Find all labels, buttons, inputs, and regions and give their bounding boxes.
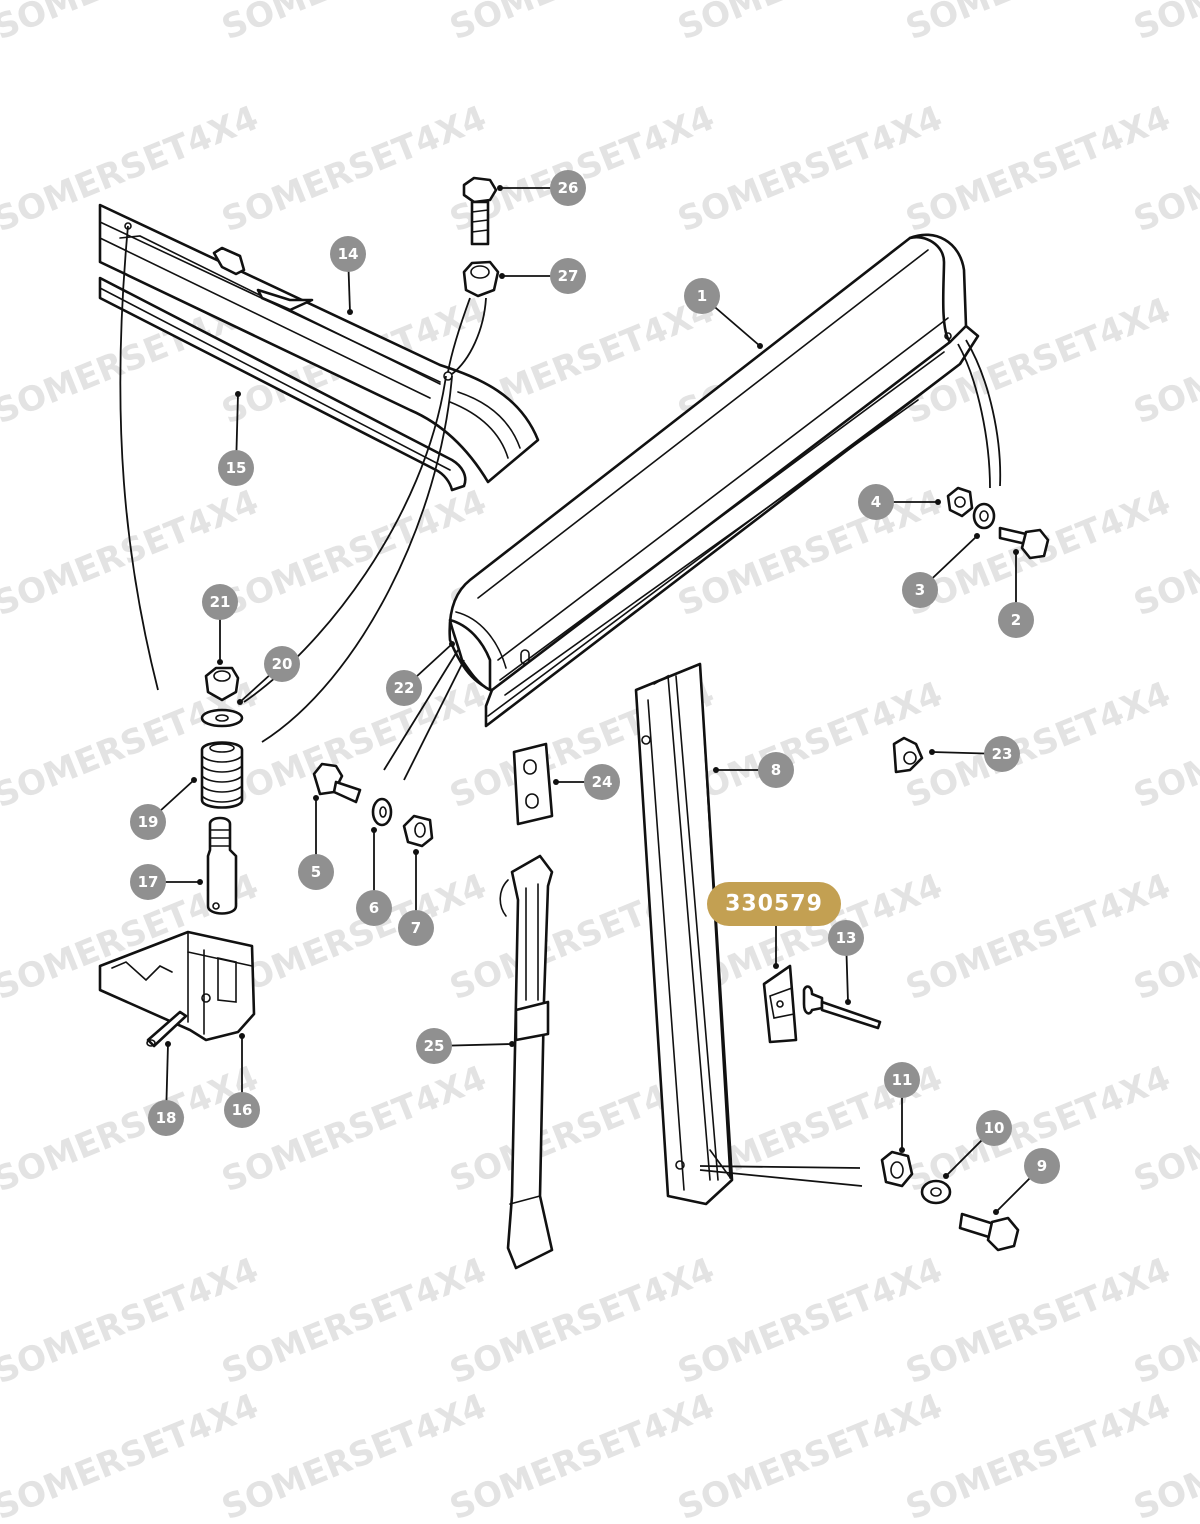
- part-4-nut: [946, 486, 974, 518]
- watermark-text: SOMERSET4X4: [1128, 0, 1200, 48]
- part-24-plate: [512, 742, 554, 826]
- part-26-bolt: [462, 176, 498, 246]
- svg-text:17: 17: [138, 873, 159, 891]
- svg-text:4: 4: [871, 493, 881, 511]
- svg-text:15: 15: [226, 459, 247, 477]
- part-27-nut: [462, 260, 500, 298]
- callout-13: 13: [828, 920, 864, 956]
- svg-text:7: 7: [411, 919, 421, 937]
- highlighted-part-number[interactable]: 330579: [707, 882, 841, 926]
- svg-text:22: 22: [394, 679, 415, 697]
- part-6-washer: [371, 797, 393, 827]
- part-1-roof-panel: [448, 233, 980, 728]
- part-9-bolt: [958, 1212, 1020, 1252]
- callout-26: 26: [550, 170, 586, 206]
- part-13-rivet: [802, 985, 882, 1030]
- part-15-seal-strip: [98, 276, 467, 492]
- part-18-pin: [146, 1010, 188, 1048]
- svg-text:6: 6: [369, 899, 379, 917]
- callout-2: 2: [998, 602, 1034, 638]
- callout-11: 11: [884, 1062, 920, 1098]
- callout-7: 7: [398, 910, 434, 946]
- part-21-nut: [204, 666, 240, 702]
- svg-text:330579: 330579: [725, 892, 823, 917]
- callout-24: 24: [584, 764, 620, 800]
- part-11-nut: [880, 1150, 914, 1188]
- callout-19: 19: [130, 804, 166, 840]
- svg-text:1: 1: [697, 287, 707, 305]
- part-19-spring: [200, 741, 244, 809]
- callout-3: 3: [902, 572, 938, 608]
- callout-10: 10: [976, 1110, 1012, 1146]
- part-16-bracket: [98, 930, 256, 1042]
- svg-text:19: 19: [138, 813, 159, 831]
- callout-21: 21: [202, 584, 238, 620]
- part-330579-bracket: [762, 964, 798, 1044]
- callout-22: 22: [386, 670, 422, 706]
- svg-text:11: 11: [892, 1071, 913, 1089]
- callout-5: 5: [298, 854, 334, 890]
- callout-18: 18: [148, 1100, 184, 1136]
- callout-15: 15: [218, 450, 254, 486]
- callout-4: 4: [858, 484, 894, 520]
- svg-text:2: 2: [1011, 611, 1021, 629]
- svg-text:9: 9: [1037, 1157, 1047, 1175]
- part-8-pillar: [634, 662, 734, 1206]
- svg-text:8: 8: [771, 761, 781, 779]
- part-10-washer: [920, 1179, 952, 1205]
- callout-14: 14: [330, 236, 366, 272]
- callout-1: 1: [684, 278, 720, 314]
- svg-text:25: 25: [424, 1037, 445, 1055]
- part-25-strap: [499, 854, 554, 1270]
- svg-text:16: 16: [232, 1101, 253, 1119]
- svg-text:10: 10: [984, 1119, 1005, 1137]
- svg-text:3: 3: [915, 581, 925, 599]
- part-7-nut: [402, 814, 434, 848]
- svg-text:13: 13: [836, 929, 857, 947]
- part-23-clip: [892, 736, 924, 774]
- svg-text:5: 5: [311, 863, 321, 881]
- svg-text:21: 21: [210, 593, 231, 611]
- callout-8: 8: [758, 752, 794, 788]
- svg-text:20: 20: [272, 655, 293, 673]
- part-17-pin: [206, 816, 238, 915]
- callout-6: 6: [356, 890, 392, 926]
- part-5-bolt: [312, 762, 362, 804]
- callout-17: 17: [130, 864, 166, 900]
- svg-text:24: 24: [592, 773, 613, 791]
- svg-text:23: 23: [992, 745, 1013, 763]
- callout-20: 20: [264, 646, 300, 682]
- svg-text:14: 14: [338, 245, 359, 263]
- callout-25: 25: [416, 1028, 452, 1064]
- callout-9: 9: [1024, 1148, 1060, 1184]
- callout-23: 23: [984, 736, 1020, 772]
- svg-text:27: 27: [558, 267, 579, 285]
- svg-text:18: 18: [156, 1109, 177, 1127]
- svg-text:26: 26: [558, 179, 579, 197]
- part-2-bolt: [998, 526, 1050, 560]
- part-20-washer: [200, 708, 244, 728]
- callout-16: 16: [224, 1092, 260, 1128]
- part-3-washer: [972, 502, 996, 530]
- callout-27: 27: [550, 258, 586, 294]
